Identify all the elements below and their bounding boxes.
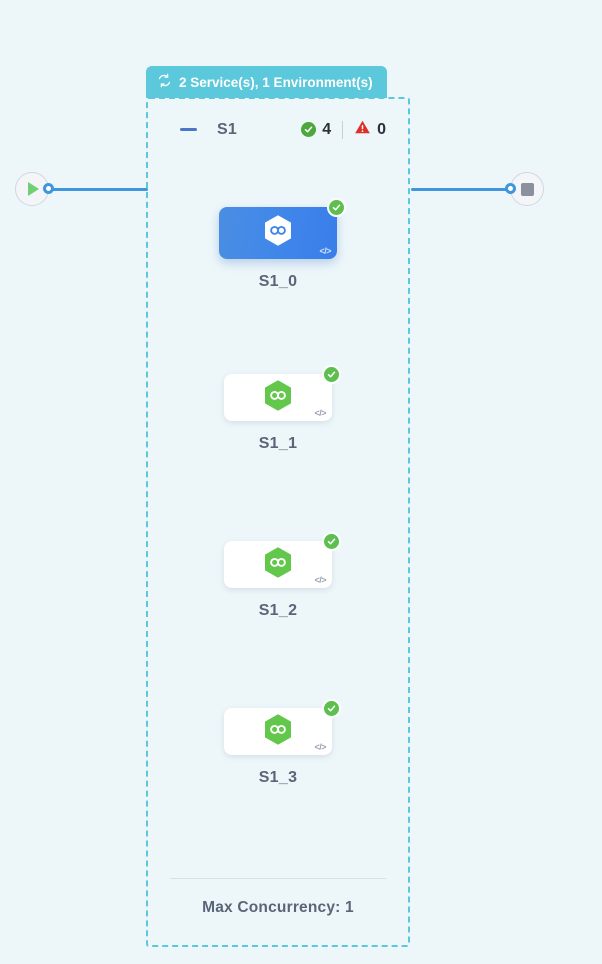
service-card-label: S1_2 bbox=[258, 602, 298, 619]
list-item: </> S1_0 bbox=[148, 198, 408, 374]
service-card-list: </> S1_0 bbox=[148, 198, 408, 875]
sync-icon bbox=[157, 73, 172, 91]
status-badge-ok bbox=[327, 198, 346, 217]
service-header-row: S1 4 bbox=[148, 119, 408, 140]
ok-count: 4 bbox=[322, 120, 332, 138]
end-node-handle[interactable] bbox=[505, 183, 516, 194]
code-icon[interactable]: </> bbox=[314, 575, 326, 585]
stop-icon bbox=[520, 182, 534, 196]
environment-group: 2 Service(s), 1 Environment(s) S1 4 bbox=[146, 66, 410, 947]
hexagon-infinity-icon bbox=[263, 546, 293, 584]
code-icon[interactable]: </> bbox=[314, 408, 326, 418]
edge-start-to-group bbox=[46, 188, 148, 191]
service-card-label: S1_0 bbox=[258, 273, 298, 290]
max-concurrency-label: Max Concurrency: 1 bbox=[202, 899, 354, 916]
minus-icon[interactable] bbox=[180, 128, 197, 131]
check-circle-icon bbox=[301, 122, 317, 137]
edge-group-to-end bbox=[411, 188, 513, 191]
status-badge-ok bbox=[322, 365, 341, 384]
service-counters: 4 0 bbox=[301, 119, 386, 140]
code-icon[interactable]: </> bbox=[319, 246, 331, 256]
ok-counter: 4 bbox=[301, 121, 331, 139]
code-icon[interactable]: </> bbox=[314, 742, 326, 752]
service-card-s1-2[interactable]: </> bbox=[224, 532, 341, 588]
service-card-s1-1[interactable]: </> bbox=[224, 365, 341, 421]
status-badge-ok bbox=[322, 699, 341, 718]
group-header-badge[interactable]: 2 Service(s), 1 Environment(s) bbox=[146, 66, 387, 98]
error-count: 0 bbox=[377, 120, 386, 138]
group-body: S1 4 bbox=[146, 97, 410, 947]
counter-divider bbox=[342, 120, 344, 139]
footer-divider bbox=[170, 878, 386, 879]
service-card-label: S1_3 bbox=[258, 769, 298, 786]
list-item: </> S1_1 bbox=[148, 365, 408, 541]
service-name: S1 bbox=[217, 120, 237, 138]
list-item: </> S1_2 bbox=[148, 532, 408, 708]
group-footer: Max Concurrency: 1 bbox=[170, 878, 386, 917]
status-badge-ok bbox=[322, 532, 341, 551]
hexagon-infinity-icon bbox=[263, 713, 293, 751]
hexagon-infinity-icon bbox=[263, 379, 293, 417]
service-card-s1-0[interactable]: </> bbox=[219, 198, 346, 259]
list-item: </> S1_3 bbox=[148, 699, 408, 875]
group-header-label: 2 Service(s), 1 Environment(s) bbox=[179, 74, 373, 90]
play-icon bbox=[28, 182, 39, 196]
service-card-s1-3[interactable]: </> bbox=[224, 699, 341, 755]
warning-triangle-icon bbox=[354, 119, 371, 140]
service-card-label: S1_1 bbox=[258, 435, 298, 452]
error-counter: 0 bbox=[354, 119, 386, 140]
start-node-handle[interactable] bbox=[43, 183, 54, 194]
hexagon-infinity-icon bbox=[263, 214, 293, 252]
